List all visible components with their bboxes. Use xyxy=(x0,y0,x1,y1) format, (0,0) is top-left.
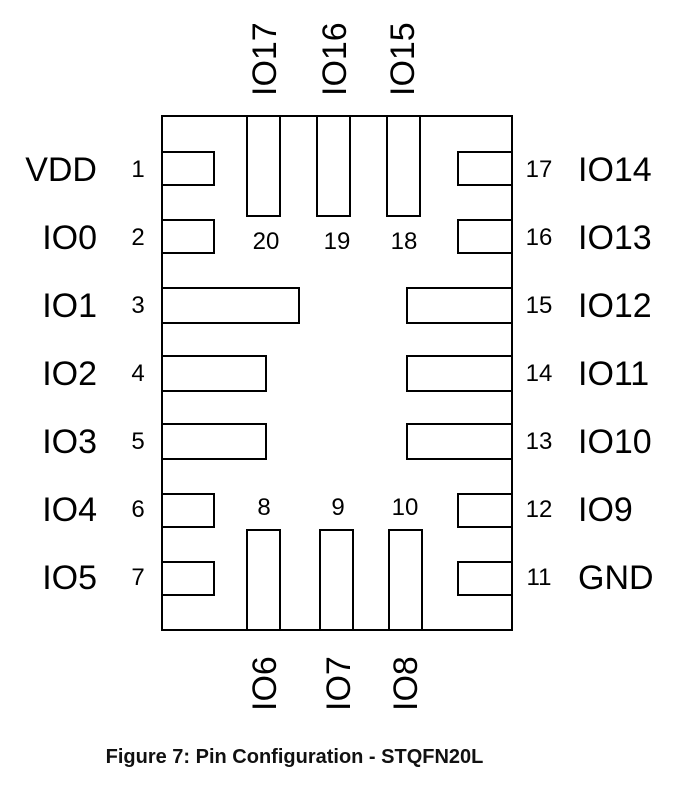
pin-number-16: 16 xyxy=(526,224,553,251)
pin-name-15: IO12 xyxy=(578,287,652,325)
pin-number-20: 20 xyxy=(253,228,280,255)
pin-name-6: IO4 xyxy=(42,491,97,529)
pin-name-10: IO8 xyxy=(387,656,425,711)
pin-pad-8 xyxy=(246,529,281,631)
pin-number-1: 1 xyxy=(131,156,144,183)
pin-pad-9 xyxy=(319,529,354,631)
pin-name-7: IO5 xyxy=(42,559,97,597)
pin-name-13: IO10 xyxy=(578,423,652,461)
pin-pad-12 xyxy=(457,493,513,528)
pin-pad-15 xyxy=(406,287,513,324)
pin-name-12: IO9 xyxy=(578,491,633,529)
pin-number-17: 17 xyxy=(526,156,553,183)
pin-number-7: 7 xyxy=(131,564,144,591)
pin-name-9: IO7 xyxy=(320,656,358,711)
pin-name-2: IO0 xyxy=(42,219,97,257)
pin-number-14: 14 xyxy=(526,360,553,387)
pin-number-4: 4 xyxy=(131,360,144,387)
pin-number-13: 13 xyxy=(526,428,553,455)
pin-number-18: 18 xyxy=(391,228,418,255)
pin-number-3: 3 xyxy=(131,292,144,319)
pin-pad-4 xyxy=(161,355,267,392)
pin-pad-6 xyxy=(161,493,215,528)
pin-name-18: IO15 xyxy=(384,22,422,96)
pin-number-10: 10 xyxy=(392,494,419,521)
pin-number-2: 2 xyxy=(131,224,144,251)
pin-pad-2 xyxy=(161,219,215,254)
pin-name-5: IO3 xyxy=(42,423,97,461)
pin-pad-20 xyxy=(246,115,281,217)
pin-pad-10 xyxy=(388,529,423,631)
pin-number-6: 6 xyxy=(131,496,144,523)
pin-pad-17 xyxy=(457,151,513,186)
pin-number-8: 8 xyxy=(257,494,270,521)
pin-pad-5 xyxy=(161,423,267,460)
pin-number-5: 5 xyxy=(131,428,144,455)
figure-caption: Figure 7: Pin Configuration - STQFN20L xyxy=(105,746,484,768)
pin-pad-19 xyxy=(316,115,351,217)
pin-name-17: IO14 xyxy=(578,151,652,189)
pin-number-19: 19 xyxy=(324,228,351,255)
pin-name-1: VDD xyxy=(25,151,97,189)
pin-name-8: IO6 xyxy=(246,656,284,711)
pin-number-11: 11 xyxy=(527,564,552,591)
pin-configuration-diagram: VDD IO0 IO1 IO2 IO3 IO4 IO5 1 2 3 4 5 6 … xyxy=(25,22,654,711)
pin-pad-7 xyxy=(161,561,215,596)
pin-name-19: IO16 xyxy=(316,22,354,96)
pin-name-14: IO11 xyxy=(578,355,649,393)
pin-number-9: 9 xyxy=(331,494,344,521)
pin-pad-14 xyxy=(406,355,513,392)
pin-pad-18 xyxy=(386,115,421,217)
pin-pad-1 xyxy=(161,151,215,186)
pin-number-12: 12 xyxy=(526,496,553,523)
pin-name-20: IO17 xyxy=(246,22,284,96)
pin-pad-13 xyxy=(406,423,513,460)
pin-name-4: IO2 xyxy=(42,355,97,393)
pin-pad-11 xyxy=(457,561,513,596)
pin-name-11: GND xyxy=(578,559,654,597)
pin-pad-16 xyxy=(457,219,513,254)
pin-name-3: IO1 xyxy=(42,287,97,325)
pin-pad-3 xyxy=(161,287,300,324)
pin-name-16: IO13 xyxy=(578,219,652,257)
pin-number-15: 15 xyxy=(526,292,553,319)
